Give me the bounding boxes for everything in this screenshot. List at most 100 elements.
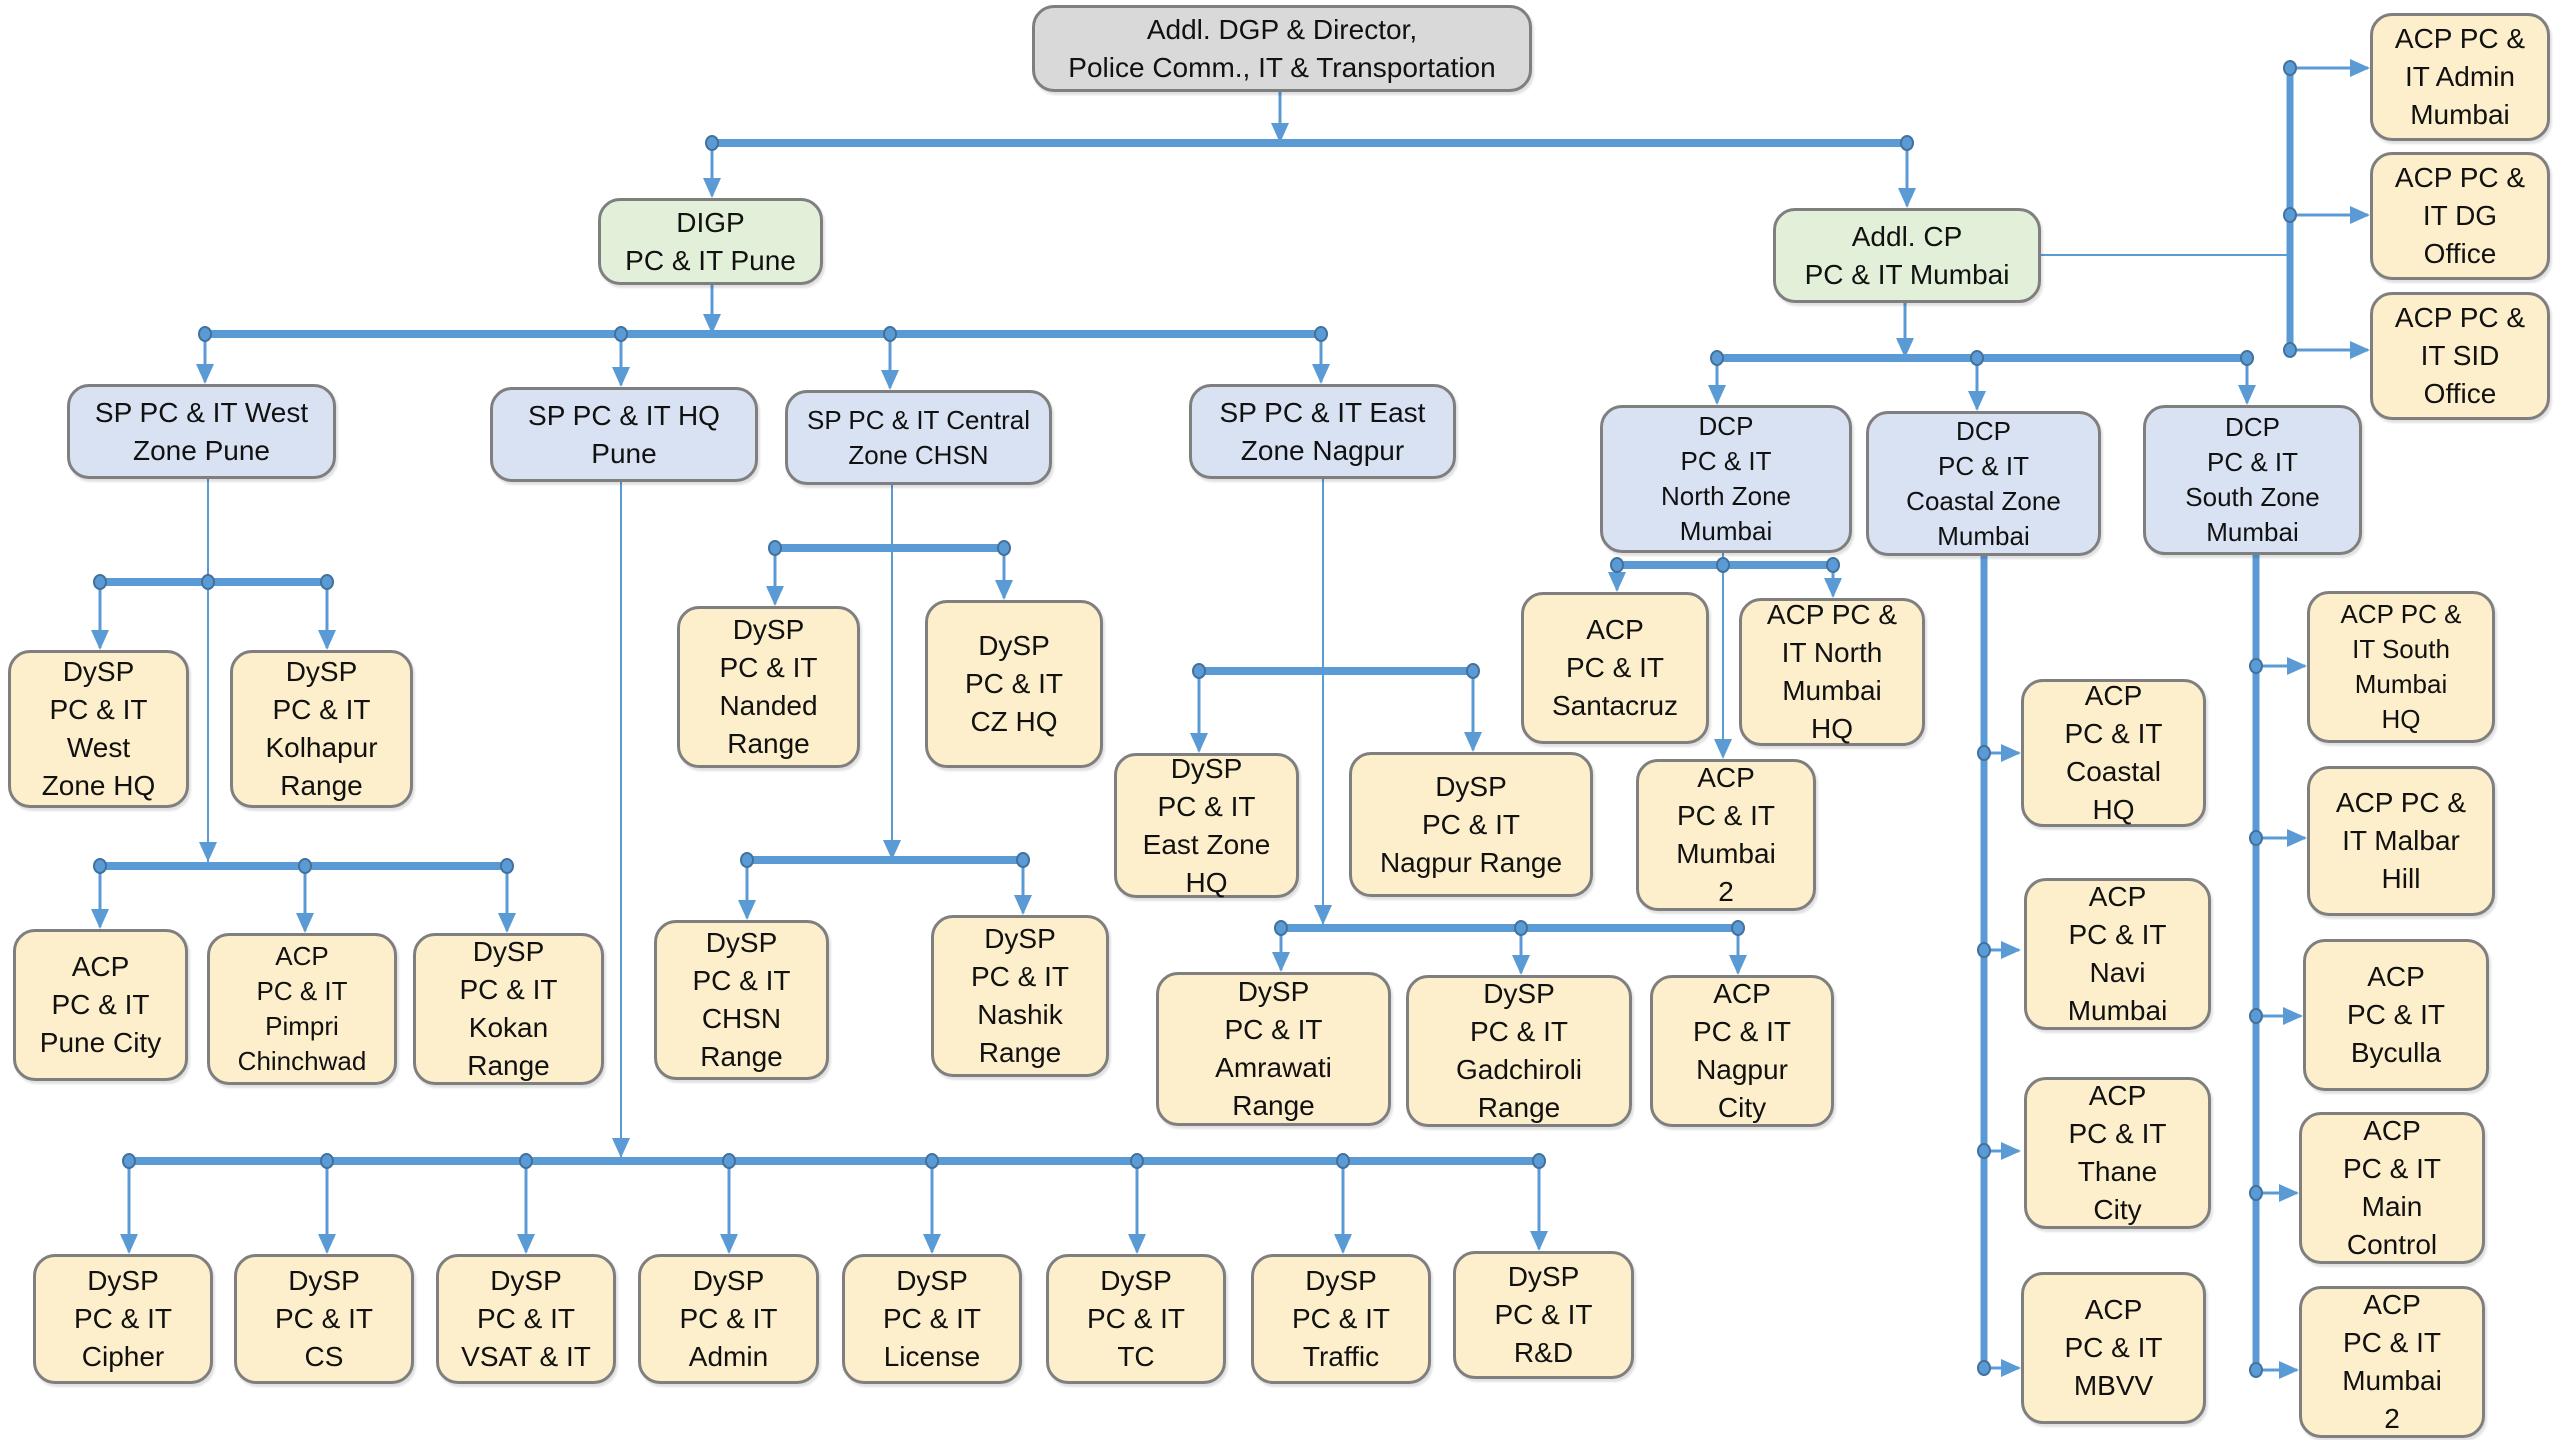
arrow-right-icon — [2287, 657, 2307, 675]
node-dysp-cs[interactable]: DySP PC & IT CS — [234, 1254, 414, 1384]
arrow-down-icon — [720, 1234, 738, 1254]
node-acp-north-mumbai-hq[interactable]: ACP PC & IT North Mumbai HQ — [1739, 598, 1925, 746]
node-acp-admin-mumbai[interactable]: ACP PC & IT Admin Mumbai — [2370, 13, 2550, 141]
node-addl-dgp-director[interactable]: Addl. DGP & Director, Police Comm., IT &… — [1032, 5, 1532, 92]
arrow-right-icon — [2350, 59, 2370, 77]
node-acp-sid-office[interactable]: ACP PC & IT SID Office — [2370, 292, 2550, 420]
connector-dot — [1610, 557, 1624, 573]
arrow-down-icon — [703, 314, 721, 334]
node-dysp-cipher[interactable]: DySP PC & IT Cipher — [33, 1254, 213, 1384]
arrow-down-icon — [2238, 385, 2256, 405]
connector-dot — [740, 852, 754, 868]
node-acp-mumbai-2-south[interactable]: ACP PC & IT Mumbai 2 — [2299, 1286, 2485, 1438]
arrow-right-icon — [2350, 341, 2370, 359]
arrow-down-icon — [1824, 578, 1842, 598]
arrow-down-icon — [91, 630, 109, 650]
node-dysp-nagpur-range[interactable]: DySP PC & IT Nagpur Range — [1349, 752, 1593, 897]
node-acp-pune-city[interactable]: ACP PC & IT Pune City — [13, 929, 188, 1081]
arrow-down-icon — [1898, 188, 1916, 208]
node-dcp-coastal-zone-mumbai[interactable]: DCP PC & IT Coastal Zone Mumbai — [1866, 411, 2101, 556]
node-sp-east-zone-nagpur[interactable]: SP PC & IT East Zone Nagpur — [1189, 384, 1456, 479]
node-dcp-north-zone-mumbai[interactable]: DCP PC & IT North Zone Mumbai — [1600, 405, 1852, 553]
arrow-down-icon — [703, 178, 721, 198]
node-acp-byculla[interactable]: ACP PC & IT Byculla — [2303, 939, 2489, 1091]
connector-dot — [614, 326, 628, 342]
node-dysp-east-zone-hq[interactable]: DySP PC & IT East Zone HQ — [1114, 753, 1299, 898]
node-acp-mbvv[interactable]: ACP PC & IT MBVV — [2021, 1272, 2206, 1424]
node-dysp-cz-hq[interactable]: DySP PC & IT CZ HQ — [925, 600, 1103, 768]
node-dcp-south-zone-mumbai[interactable]: DCP PC & IT South Zone Mumbai — [2143, 405, 2362, 555]
arrow-down-icon — [1530, 1231, 1548, 1251]
connector-dot — [1716, 557, 1730, 573]
node-acp-santacruz[interactable]: ACP PC & IT Santacruz — [1521, 592, 1709, 744]
connector-dot — [122, 1153, 136, 1169]
connector-dot — [1514, 920, 1528, 936]
node-dysp-vsat-it[interactable]: DySP PC & IT VSAT & IT — [436, 1254, 616, 1384]
node-acp-thane-city[interactable]: ACP PC & IT Thane City — [2024, 1077, 2211, 1229]
arrow-down-icon — [1128, 1234, 1146, 1254]
connector-dot — [93, 858, 107, 874]
node-dysp-admin[interactable]: DySP PC & IT Admin — [638, 1254, 819, 1384]
node-dysp-nanded-range[interactable]: DySP PC & IT Nanded Range — [677, 606, 860, 768]
connector-dot — [1130, 1153, 1144, 1169]
node-acp-navi-mumbai[interactable]: ACP PC & IT Navi Mumbai — [2024, 878, 2211, 1030]
connector-dot — [2249, 1185, 2263, 1201]
connector-dot — [500, 858, 514, 874]
arrow-down-icon — [995, 580, 1013, 600]
node-dysp-tc[interactable]: DySP PC & IT TC — [1046, 1254, 1226, 1384]
node-sp-hq-pune[interactable]: SP PC & IT HQ Pune — [490, 387, 758, 482]
arrow-right-icon — [2287, 829, 2307, 847]
connector-dot — [1977, 745, 1991, 761]
arrow-right-icon — [2001, 941, 2021, 959]
node-acp-mumbai-2-north[interactable]: ACP PC & IT Mumbai 2 — [1636, 759, 1816, 911]
node-dysp-traffic[interactable]: DySP PC & IT Traffic — [1251, 1254, 1431, 1384]
node-acp-south-mumbai-hq[interactable]: ACP PC & IT South Mumbai HQ — [2307, 591, 2495, 743]
connector-dot — [2283, 60, 2297, 76]
node-dysp-gadchiroli-range[interactable]: DySP PC & IT Gadchiroli Range — [1406, 975, 1632, 1127]
arrow-down-icon — [881, 370, 899, 390]
node-acp-malbar-hill[interactable]: ACP PC & IT Malbar Hill — [2307, 766, 2495, 916]
connector-dot — [93, 574, 107, 590]
connector-dot — [1900, 135, 1914, 151]
node-dysp-kolhapur-range[interactable]: DySP PC & IT Kolhapur Range — [230, 650, 413, 808]
connector-dot — [722, 1153, 736, 1169]
connector-dot — [925, 1153, 939, 1169]
node-acp-pimpri-chinchwad[interactable]: ACP PC & IT Pimpri Chinchwad — [207, 933, 397, 1085]
connector-dot — [2283, 342, 2297, 358]
arrow-down-icon — [766, 586, 784, 606]
node-digp-pune[interactable]: DIGP PC & IT Pune — [598, 198, 823, 285]
arrow-down-icon — [318, 630, 336, 650]
node-acp-main-control[interactable]: ACP PC & IT Main Control — [2299, 1112, 2485, 1264]
node-sp-west-zone-pune[interactable]: SP PC & IT West Zone Pune — [67, 384, 336, 479]
connector-dot — [2249, 658, 2263, 674]
node-dysp-chsn-range[interactable]: DySP PC & IT CHSN Range — [654, 920, 829, 1080]
node-dysp-nashik-range[interactable]: DySP PC & IT Nashik Range — [931, 915, 1109, 1077]
connector-dot — [1977, 1143, 1991, 1159]
connector-dot — [1192, 663, 1206, 679]
node-dysp-amrawati-range[interactable]: DySP PC & IT Amrawati Range — [1156, 972, 1391, 1126]
arrow-down-icon — [318, 1234, 336, 1254]
node-dysp-west-zone-hq[interactable]: DySP PC & IT West Zone HQ — [8, 650, 189, 808]
node-dysp-rnd[interactable]: DySP PC & IT R&D — [1453, 1251, 1634, 1379]
node-acp-dg-office[interactable]: ACP PC & IT DG Office — [2370, 152, 2550, 280]
node-sp-central-zone-chsn[interactable]: SP PC & IT Central Zone CHSN — [785, 390, 1052, 485]
node-acp-coastal-hq[interactable]: ACP PC & IT Coastal HQ — [2021, 679, 2206, 827]
arrow-down-icon — [1896, 338, 1914, 358]
node-acp-nagpur-city[interactable]: ACP PC & IT Nagpur City — [1650, 975, 1834, 1127]
connector-dot — [201, 574, 215, 590]
connector-dot — [1314, 326, 1328, 342]
arrow-down-icon — [1312, 364, 1330, 384]
arrow-right-icon — [2279, 1361, 2299, 1379]
node-addl-cp-mumbai[interactable]: Addl. CP PC & IT Mumbai — [1773, 208, 2041, 303]
node-dysp-license[interactable]: DySP PC & IT License — [842, 1254, 1022, 1384]
arrow-down-icon — [612, 1138, 630, 1158]
connector-dot — [2283, 207, 2297, 223]
node-dysp-kokan-range[interactable]: DySP PC & IT Kokan Range — [413, 933, 604, 1085]
arrow-down-icon — [1714, 739, 1732, 759]
arrow-right-icon — [2350, 206, 2370, 224]
arrow-right-icon — [2001, 744, 2021, 762]
arrow-right-icon — [2001, 1142, 2021, 1160]
arrow-down-icon — [91, 909, 109, 929]
connector-dot — [2249, 1362, 2263, 1378]
